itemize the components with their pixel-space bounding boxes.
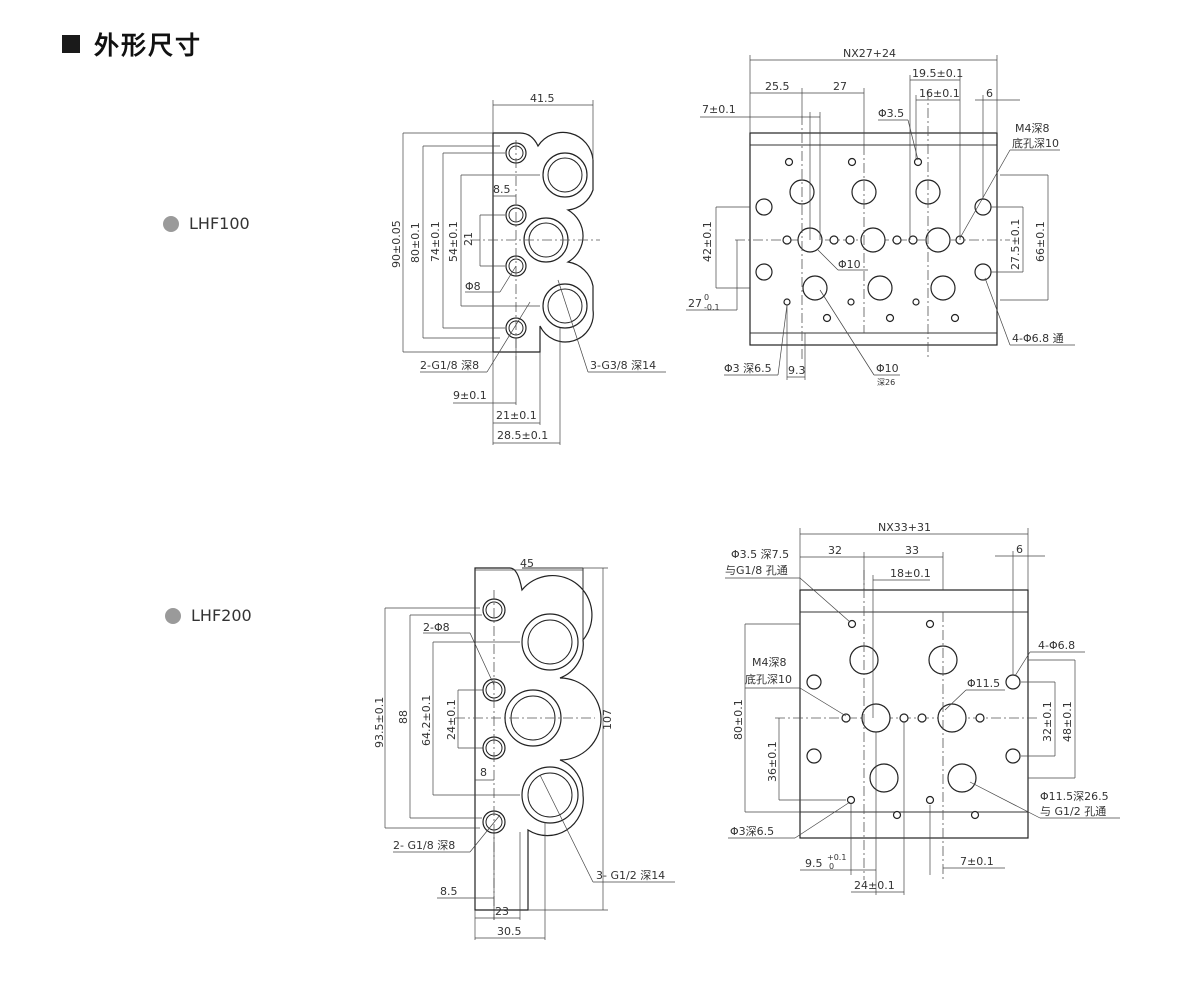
tol-lower: -0.1 — [704, 303, 720, 312]
dim-9-3: 9.3 — [788, 364, 806, 377]
dim-h80: 80±0.1 — [409, 222, 422, 263]
dim-8-5: 8.5 — [440, 885, 458, 898]
dim-7: 7±0.1 — [702, 103, 736, 116]
label-2-phi8: 2-Φ8 — [423, 621, 450, 634]
dim-phi3-5: Φ3.5 — [878, 107, 904, 120]
dim-36: 36±0.1 — [766, 741, 779, 782]
label-phi3-deep: Φ3深6.5 — [730, 825, 774, 838]
label-phi11-5: Φ11.5 — [967, 677, 1000, 690]
heading-square-icon — [62, 35, 80, 53]
label-phi3-5: Φ3.5 深7.5 — [731, 548, 789, 561]
lhf200-side-view: 45 2-Φ8 93.5±0.1 88 64.2±0.1 24±0.1 8 10… — [373, 557, 675, 940]
dim-30-5: 30.5 — [497, 925, 522, 938]
label-3-g12: 3- G1/2 深14 — [596, 869, 665, 882]
dim-pitch: 21 — [462, 232, 475, 246]
dim-64-2: 64.2±0.1 — [420, 695, 433, 746]
label-phi11-5-deep: Φ11.5深26.5 — [1040, 790, 1109, 803]
dim-height: 90±0.05 — [390, 220, 403, 268]
lhf100-side-view: 41.5 8.5 21 Φ8 90±0.05 80±0.1 74±0.1 54±… — [390, 92, 666, 445]
dim-93-5: 93.5±0.1 — [373, 697, 386, 748]
dim-45: 45 — [520, 557, 534, 570]
dim-nx27: NX27+24 — [843, 47, 896, 60]
dim-107: 107 — [601, 709, 614, 730]
label-g12-through: 与 G1/2 孔通 — [1040, 805, 1106, 818]
dim-33: 33 — [905, 544, 919, 557]
dim-88: 88 — [397, 710, 410, 724]
label-m4: M4深8 — [752, 656, 787, 669]
section-heading: 外形尺寸 — [62, 26, 202, 62]
lhf200-top-body — [799, 589, 1029, 839]
dim-hole-offset: 8.5 — [493, 183, 511, 196]
label-2-g18: 2- G1/8 深8 — [393, 839, 455, 852]
label-bottom-hole: 底孔深10 — [1012, 136, 1059, 150]
dim-25-5: 25.5 — [765, 80, 790, 93]
dim-width: 41.5 — [530, 92, 555, 105]
dim-h54: 54±0.1 — [447, 221, 460, 262]
dim-21: 21±0.1 — [496, 409, 537, 422]
model-label-lhf200: LHF200 — [165, 606, 252, 625]
heading-title: 外形尺寸 — [94, 31, 203, 60]
tol-upper: 0 — [704, 293, 709, 302]
dim-8: 8 — [480, 766, 487, 779]
dim-23: 23 — [495, 905, 509, 918]
dim-hole-dia: Φ8 — [465, 280, 481, 293]
dim-32: 32 — [828, 544, 842, 557]
dim-9: 9±0.1 — [453, 389, 487, 402]
lhf100-top-holes — [755, 157, 992, 323]
lhf200-top-holes — [806, 619, 1021, 820]
label-port-g18: 2-G1/8 深8 — [420, 359, 479, 372]
dim-9-5: 9.5 — [805, 857, 823, 870]
label-phi10-b: Φ10 — [876, 362, 899, 375]
dim-19-5: 19.5±0.1 — [912, 67, 963, 80]
dim-32-tol: 32±0.1 — [1041, 701, 1054, 742]
dim-27: 27 — [833, 80, 847, 93]
dim-phi10: Φ10 — [838, 258, 861, 271]
dim-h74: 74±0.1 — [429, 221, 442, 262]
label-phi3: Φ3 深6.5 — [724, 362, 772, 375]
label-4-phi6-8: 4-Φ6.8 — [1038, 639, 1075, 652]
dim-6: 6 — [1016, 543, 1023, 556]
tol-upper: +0.1 — [827, 853, 846, 862]
dim-7: 7±0.1 — [960, 855, 994, 868]
label-g18-through: 与G1/8 孔通 — [725, 564, 788, 577]
dim-80: 80±0.1 — [732, 699, 745, 740]
dim-27-tol: 27 — [688, 297, 702, 310]
model-name: LHF200 — [191, 606, 252, 625]
dim-27-5: 27.5±0.1 — [1009, 219, 1022, 270]
label-depth26: 深26 — [877, 378, 895, 387]
lhf200-top-view: NX33+31 32 33 6 Φ3.5 深7.5 与G1/8 孔通 18±0.… — [725, 521, 1120, 895]
dim-nx33: NX33+31 — [878, 521, 931, 534]
dim-42: 42±0.1 — [701, 221, 714, 262]
label-4-phi6-8: 4-Φ6.8 通 — [1012, 332, 1064, 345]
dim-24: 24±0.1 — [854, 879, 895, 892]
dim-66: 66±0.1 — [1034, 221, 1047, 262]
bullet-dot-icon — [165, 607, 181, 624]
dim-24: 24±0.1 — [445, 699, 458, 740]
lhf100-top-view: NX27+24 25.5 27 19.5±0.1 16±0.1 6 7±0.1 … — [686, 47, 1075, 387]
dim-18: 18±0.1 — [890, 567, 931, 580]
label-m4: M4深8 — [1015, 122, 1050, 135]
dim-16: 16±0.1 — [919, 87, 960, 100]
dim-28-5: 28.5±0.1 — [497, 429, 548, 442]
model-label-lhf100: LHF100 — [163, 214, 250, 233]
dim-48: 48±0.1 — [1061, 701, 1074, 742]
label-bottom-hole: 底孔深10 — [745, 672, 792, 686]
model-name: LHF100 — [189, 214, 250, 233]
tol-lower: 0 — [829, 862, 834, 871]
dim-6: 6 — [986, 87, 993, 100]
label-port-g38: 3-G3/8 深14 — [590, 359, 656, 372]
bullet-dot-icon — [163, 215, 179, 232]
